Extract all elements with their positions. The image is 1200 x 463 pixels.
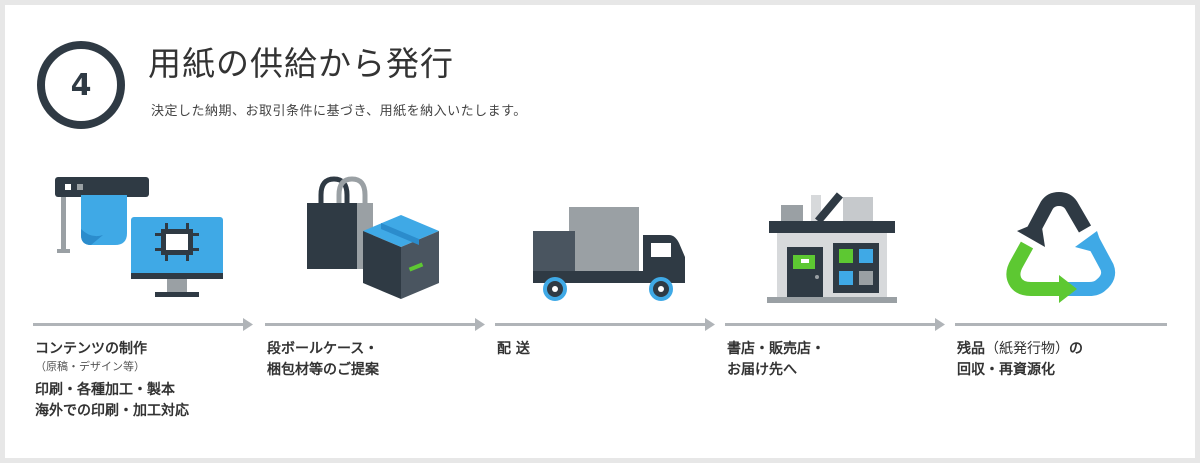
step-label-recycle: 残品（紙発行物）の 回収・再資源化 [957, 339, 1083, 381]
step-label-store: 書店・販売店・ お届け先へ [727, 339, 825, 381]
recycle-main: 残品 [957, 341, 985, 357]
step-number-badge: 4 [37, 41, 125, 129]
step-label-production: コンテンツの制作 （原稿・デザイン等） 印刷・各種加工・製本 海外での印刷・加工… [35, 339, 189, 422]
page-title: 用紙の供給から発行 [148, 44, 454, 83]
flow-arrow-1 [33, 318, 253, 331]
step-label-line: 書店・販売店・ [727, 341, 825, 357]
page-subtitle: 決定した納期、お取引条件に基づき、用紙を納入いたします。 [151, 104, 527, 119]
flow-line-5 [955, 323, 1167, 326]
step-label-line: 段ボールケース・ [267, 341, 379, 357]
recycle-tail: の [1069, 341, 1083, 357]
flow-arrow-4 [725, 318, 945, 331]
step-label-line: 印刷・各種加工・製本 [35, 382, 175, 398]
step-label-delivery: 配 送 [497, 339, 530, 360]
flow-arrow-2 [265, 318, 485, 331]
step-label-line: 配 送 [497, 341, 530, 357]
store-icon [767, 192, 897, 303]
step-label-packaging: 段ボールケース・ 梱包材等のご提案 [267, 339, 379, 381]
bag-box-icon [307, 176, 439, 299]
truck-icon [533, 207, 685, 301]
printer-monitor-icon [55, 177, 223, 297]
process-card: 4 用紙の供給から発行 決定した納期、お取引条件に基づき、用紙を納入いたします。 [5, 5, 1195, 458]
step-label-line: 残品（紙発行物）の [957, 339, 1083, 360]
flow-arrow-3 [495, 318, 715, 331]
recycle-paren: （紙発行物） [985, 341, 1069, 357]
recycle-icon [1006, 191, 1116, 303]
step-label-line: 海外での印刷・加工対応 [35, 403, 189, 419]
step-label-line: 梱包材等のご提案 [267, 362, 379, 378]
step-label-line: お届け先へ [727, 362, 797, 378]
step-label-line: 回収・再資源化 [957, 362, 1055, 378]
step-number: 4 [70, 67, 92, 103]
step-label-note: （原稿・デザイン等） [35, 360, 145, 373]
step-label-line: コンテンツの制作 [35, 341, 147, 357]
